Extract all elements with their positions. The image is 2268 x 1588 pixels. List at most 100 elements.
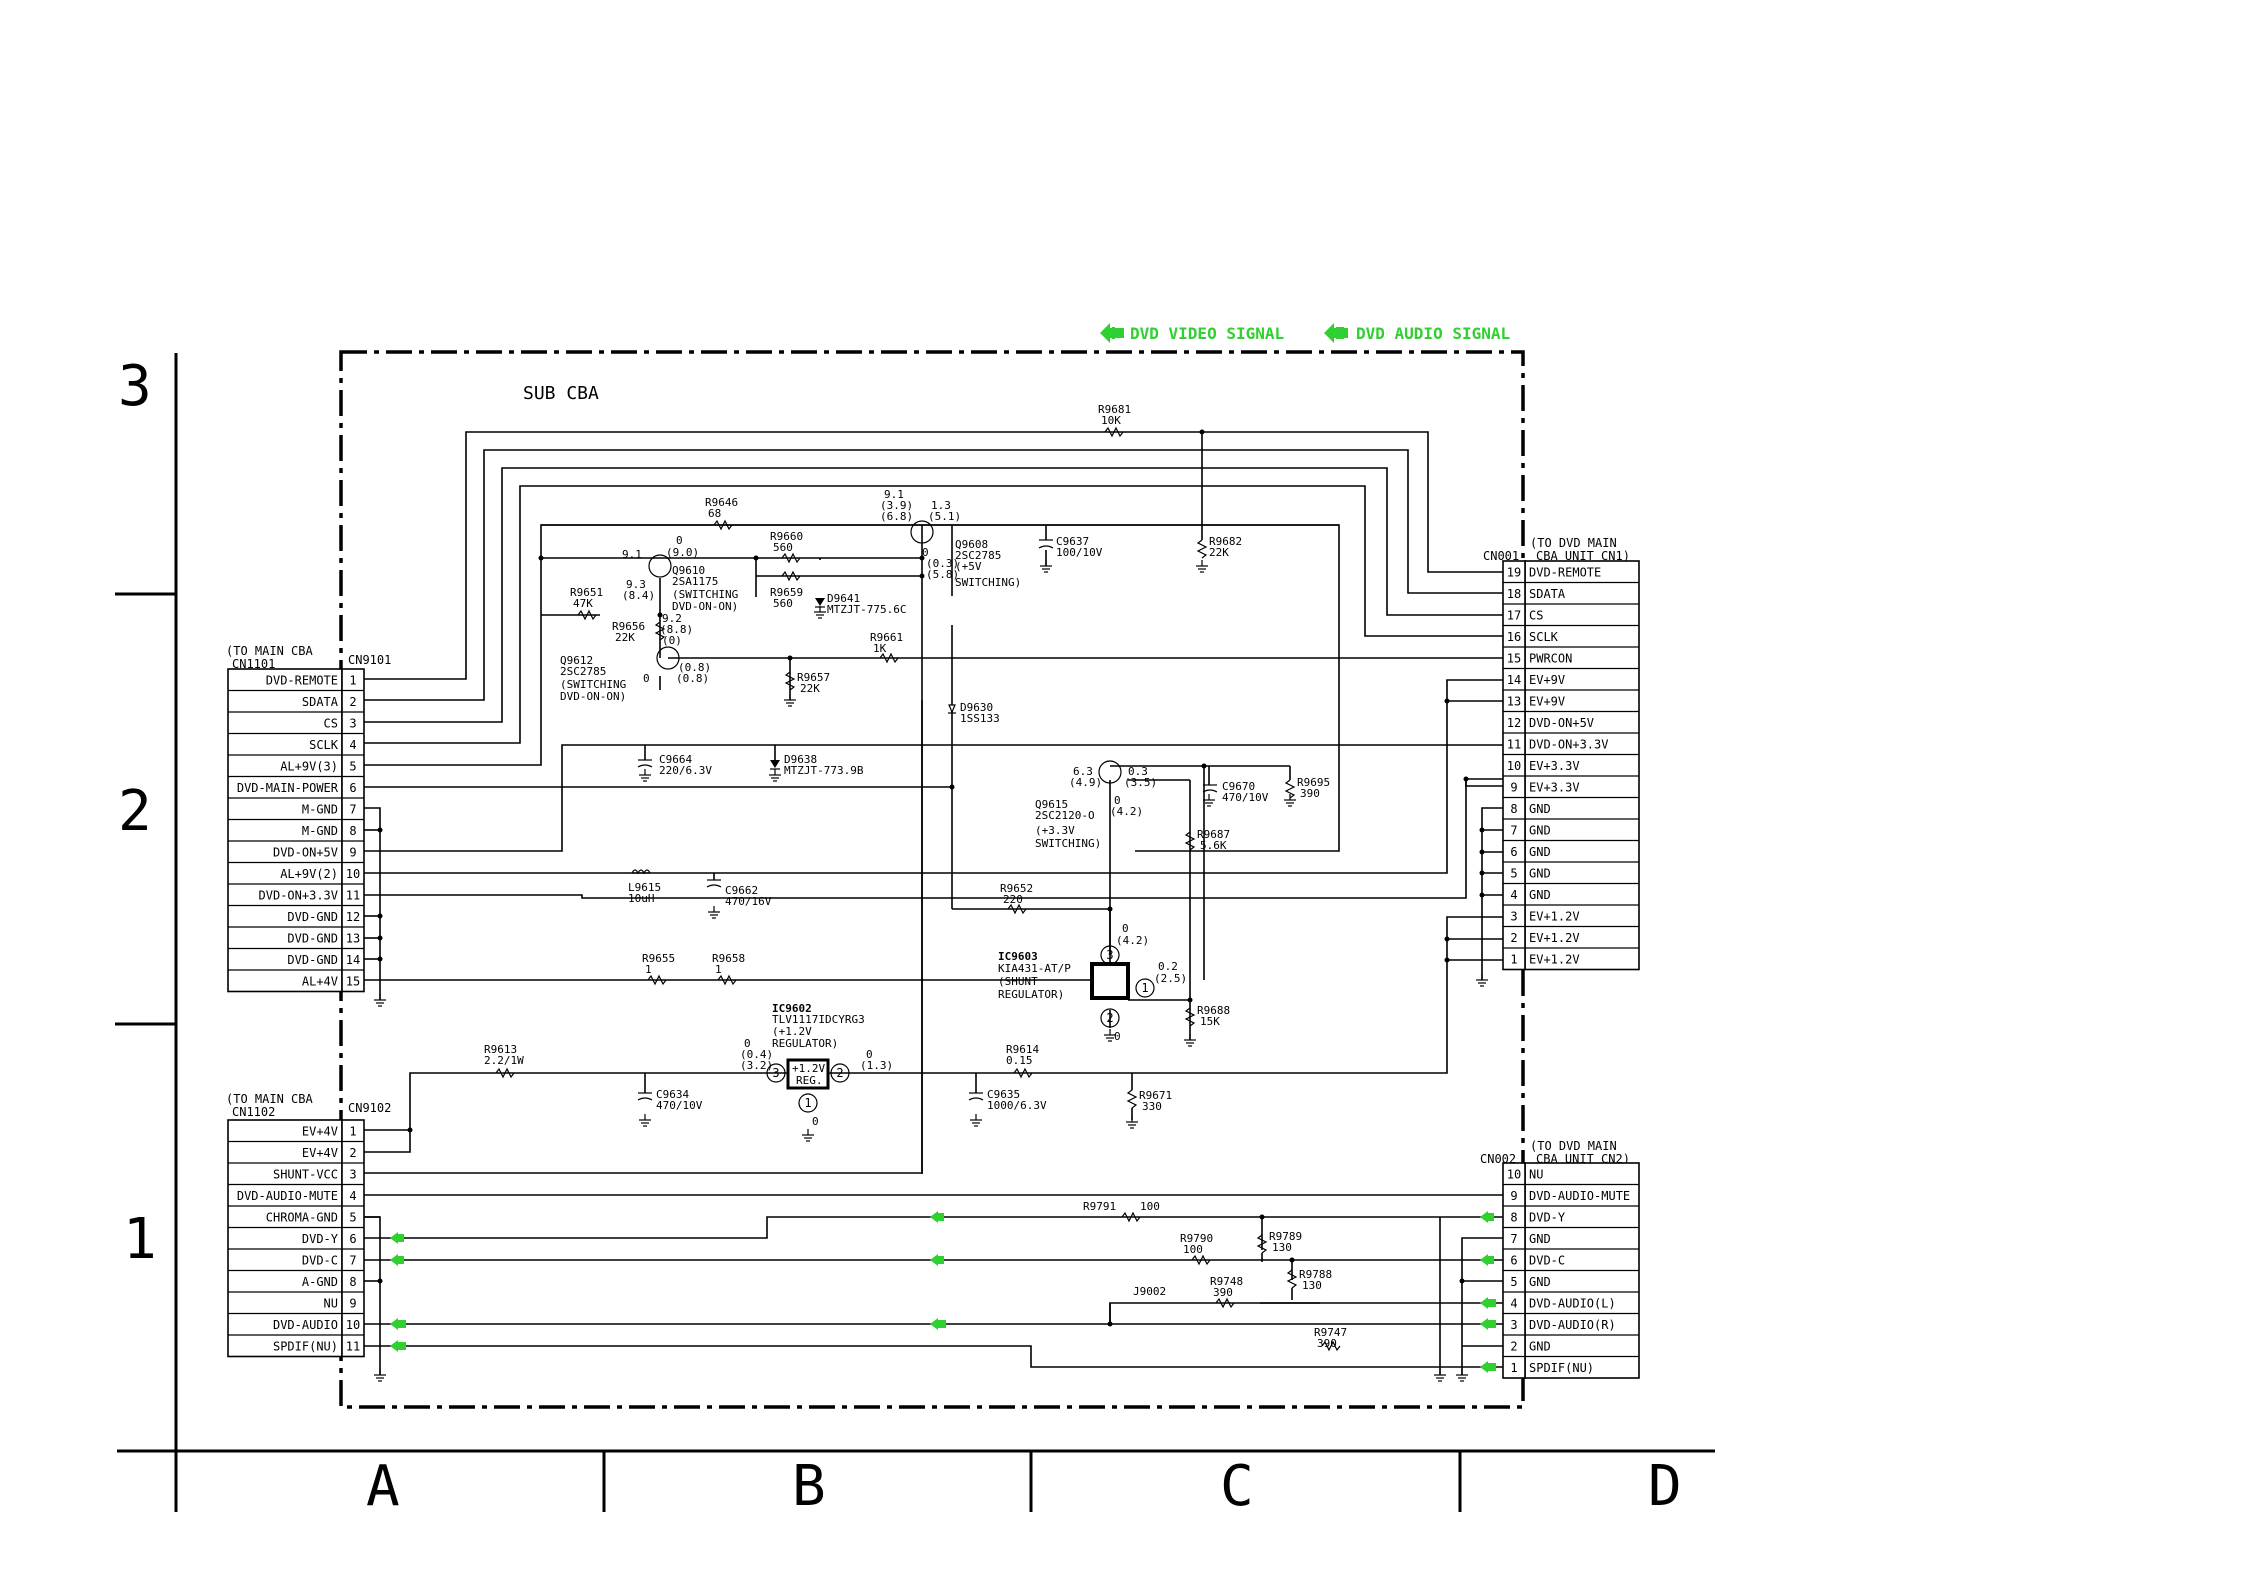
cn9101-pin-label: CS (324, 717, 338, 731)
r9655-ref: R9655 (642, 952, 675, 965)
transistors (648, 520, 1122, 784)
r9614-value: 0.15 (1006, 1054, 1033, 1067)
v-q9612-c1: 9.2 (662, 612, 682, 625)
col-label-c: C (1220, 1454, 1254, 1519)
cn001-note2: CBA UNIT CN1) (1536, 549, 1630, 563)
cn001-pin-label: GND (1529, 802, 1551, 816)
r9790-ref: R9790 (1180, 1232, 1213, 1245)
r9657-value: 22K (800, 682, 820, 695)
c9635-ref: C9635 (987, 1088, 1020, 1101)
cn001-pin-number: 9 (1510, 781, 1517, 795)
v-q9615-c2: (4.9) (1069, 776, 1102, 789)
cn002-pin-number: 5 (1510, 1275, 1517, 1289)
d9638-ref: D9638 (784, 753, 817, 766)
cn9102-pin-number: 3 (349, 1168, 356, 1182)
sub-cba-border (339, 350, 1525, 1409)
capacitor-symbols (631, 539, 1218, 1101)
ic9603-ref: IC9603 (998, 950, 1038, 963)
r9651-value: 47K (573, 597, 593, 610)
junctions (377, 429, 1485, 1327)
q9612-value: 2SC2785 (560, 665, 606, 678)
r9790-value: 100 (1183, 1243, 1203, 1256)
cn9102-note1: (TO MAIN CBA (226, 1092, 313, 1106)
cn9102-pin-label: DVD-Y (302, 1232, 339, 1246)
r9659-ref: R9659 (770, 586, 803, 599)
cn001-pin-label: EV+3.3V (1529, 759, 1580, 773)
v-q9612-e2: (0.8) (678, 661, 711, 674)
q9612-note1: (SWITCHING (560, 678, 626, 691)
cn001-pin-label: EV+1.2V (1529, 910, 1580, 924)
v-ic9603-3a: 0 (1122, 922, 1129, 935)
v-q9608-b1: 0 (922, 546, 929, 559)
q9615-note1: (+3.3V (1035, 824, 1075, 837)
cn002-pin-number: 8 (1510, 1211, 1517, 1225)
cn001-pin-number: 16 (1507, 630, 1521, 644)
r9789-value: 130 (1272, 1241, 1292, 1254)
v-q9612-c2: (8.8) (660, 623, 693, 636)
v-ic9602-2a: 0 (866, 1048, 873, 1061)
r9652-ref: R9652 (1000, 882, 1033, 895)
cn002-pin-label: SPDIF(NU) (1529, 1361, 1594, 1375)
v-ic9603-1b: (2.5) (1154, 972, 1187, 985)
r9682-value: 22K (1209, 546, 1229, 559)
cn001-pin-number: 11 (1507, 738, 1521, 752)
v-q9608-e1: 1.3 (931, 499, 951, 512)
v-q9608-c1: 9.1 (884, 488, 904, 501)
cn9101-pin-label: DVD-ON+5V (273, 846, 338, 860)
q9612-ref: Q9612 (560, 654, 593, 667)
legend-video: DVD VIDEO SIGNAL (1100, 323, 1284, 343)
cn001-pin-label: EV+1.2V (1529, 931, 1580, 945)
cn001-pin-number: 2 (1510, 931, 1517, 945)
cn9101-note2: CN1101 (232, 657, 275, 671)
cn9101-pin-label: DVD-MAIN-POWER (237, 781, 339, 795)
v-q9615-b2: (4.2) (1110, 805, 1143, 818)
r9748-ref: R9748 (1210, 1275, 1243, 1288)
c9637-ref: C9637 (1056, 535, 1089, 548)
col-label-b: B (792, 1454, 826, 1519)
q9615-ref: Q9615 (1035, 798, 1068, 811)
q9610-value: 2SA1175 (672, 575, 718, 588)
legend-audio-label: DVD AUDIO SIGNAL (1356, 324, 1510, 343)
cn9101-pin-label: SDATA (302, 695, 339, 709)
ic9603-note2: REGULATOR) (998, 988, 1064, 1001)
q9612-note2: DVD-ON-ON) (560, 690, 626, 703)
r9695-ref: R9695 (1297, 776, 1330, 789)
q9610-note2: DVD-ON-ON) (672, 600, 738, 613)
cn9102-pin-label: SPDIF(NU) (273, 1340, 338, 1354)
c9634-ref: C9634 (656, 1088, 689, 1101)
v-ic9602-2b: (1.3) (860, 1059, 893, 1072)
r9652-value: 220 (1003, 893, 1023, 906)
cn9101-pin-label: AL+9V(2) (280, 867, 338, 881)
ic9602-note2: REGULATOR) (772, 1037, 838, 1050)
ic9602-value: TLV1117IDCYRG3 (772, 1013, 865, 1026)
c9662-ref: C9662 (725, 884, 758, 897)
cn001-pin-number: 12 (1507, 716, 1521, 730)
j9002-ref: J9002 (1133, 1285, 1166, 1298)
cn001-pin-label: DVD-ON+3.3V (1529, 738, 1608, 752)
cn002-pin-label: DVD-Y (1529, 1211, 1566, 1225)
v-q9610-c1: 9.3 (626, 578, 646, 591)
r9747-value: 390 (1317, 1337, 1337, 1350)
legend-video-label: DVD VIDEO SIGNAL (1130, 324, 1284, 343)
cn002-note1: (TO DVD MAIN (1530, 1139, 1617, 1153)
ic9602-box-label2: REG. (796, 1074, 823, 1087)
r9656-ref: R9656 (612, 620, 645, 633)
cn9102-pin-label: DVD-AUDIO-MUTE (237, 1189, 338, 1203)
cn9101-pin-label: SCLK (309, 738, 339, 752)
q9615-note2: SWITCHING) (1035, 837, 1101, 850)
ground-symbols (374, 560, 1488, 1382)
c9664-ref: C9664 (659, 753, 692, 766)
v-q9612-c3: (0) (662, 634, 682, 647)
cn9101-pin-label: DVD-ON+3.3V (259, 889, 338, 903)
connector-cn001: DVD-REMOTE19SDATA18CS17SCLK16PWRCON15EV+… (1502, 560, 1640, 971)
cn002-pin-number: 1 (1510, 1361, 1517, 1375)
v-q9608-c2: (3.9) (880, 499, 913, 512)
cn9102-note2: CN1102 (232, 1105, 275, 1119)
cn9102-pin-label: A-GND (302, 1275, 338, 1289)
v-q9612-e2b: (0.8) (676, 672, 709, 685)
ic9603-note1: (SHUNT (998, 975, 1038, 988)
cn9102-pin-number: 6 (349, 1232, 356, 1246)
cn9101-pin-number: 14 (346, 953, 360, 967)
cn002-pin-number: 6 (1510, 1254, 1517, 1268)
